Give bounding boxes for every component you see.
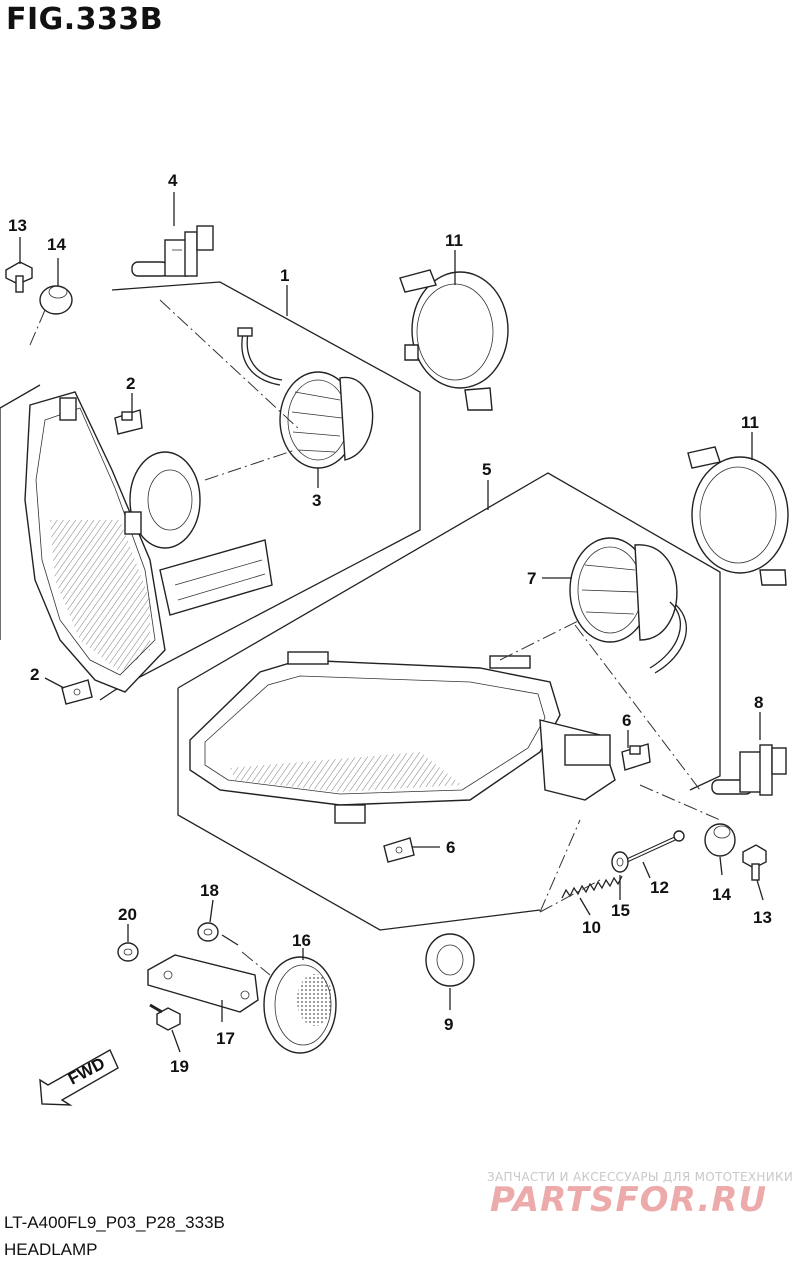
callout-2-top: 2 — [126, 374, 135, 393]
clip-nut-2-top — [114, 409, 143, 435]
callout-11-top: 11 — [445, 231, 463, 250]
callout-17: 17 — [216, 1029, 235, 1048]
bulb-ring-11-top — [399, 269, 509, 411]
spring-10 — [561, 875, 623, 899]
washer-15 — [611, 851, 629, 873]
callout-18: 18 — [200, 881, 219, 900]
reflector-16 — [263, 956, 337, 1054]
clip-nut-2-bottom — [61, 679, 93, 705]
nut-20 — [117, 942, 139, 962]
drawing-code: LT-A400FL9_P03_P28_333B — [4, 1213, 225, 1232]
grommet-14-left — [39, 285, 73, 315]
clip-nut-6-bottom — [383, 837, 415, 863]
callout-11-right: 11 — [741, 413, 759, 432]
callout-14-left: 14 — [47, 235, 66, 254]
nut-18 — [197, 922, 219, 942]
headlamp-housing-left — [24, 391, 273, 693]
bolt-13-right — [742, 844, 767, 881]
callout-7: 7 — [527, 569, 536, 588]
callout-20: 20 — [118, 905, 137, 924]
assembly-5-outline — [177, 472, 721, 931]
bulb-ring-11-right — [687, 446, 789, 586]
fwd-arrow-icon: FWD — [39, 1049, 119, 1106]
callout-12: 12 — [650, 878, 669, 897]
adjust-screw-12 — [627, 830, 685, 862]
callout-19: 19 — [170, 1057, 189, 1076]
callout-13-left: 13 — [8, 216, 27, 235]
headlamp-housing-right — [189, 651, 616, 824]
bulb-socket-7 — [569, 537, 687, 674]
alignment-lines — [29, 299, 721, 976]
callout-14-right: 14 — [712, 885, 731, 904]
grommet-9 — [425, 933, 475, 987]
callout-13-right: 13 — [753, 908, 772, 927]
bolt-13-left — [5, 261, 33, 293]
halogen-bulb-4 — [131, 225, 214, 277]
callout-10: 10 — [582, 918, 601, 937]
clip-nut-6-right — [621, 743, 651, 771]
figure-title: FIG.333B — [6, 2, 164, 37]
callout-2-bottom: 2 — [30, 665, 39, 684]
bracket-17 — [147, 954, 259, 1013]
bulb-socket-3 — [237, 327, 374, 469]
callouts: 1 2 2 3 4 5 6 6 7 8 9 10 11 11 12 13 13 … — [8, 171, 772, 1076]
callout-15: 15 — [611, 901, 630, 920]
callout-1: 1 — [280, 266, 289, 285]
assembly-1-outline — [0, 281, 421, 701]
callout-5: 5 — [482, 460, 491, 479]
grommet-14-right — [704, 823, 736, 857]
callout-3: 3 — [312, 491, 321, 510]
watermark-brand: PARTSFOR.RU — [490, 1180, 768, 1220]
callout-6-bottom: 6 — [446, 838, 455, 857]
watermark-tagline: ЗАПЧАСТИ И АКСЕССУАРЫ ДЛЯ МОТОТЕХНИКИ — [487, 1170, 794, 1184]
callout-4: 4 — [168, 171, 178, 190]
callout-6-right: 6 — [622, 711, 631, 730]
halogen-bulb-8 — [711, 744, 787, 796]
callout-8: 8 — [754, 693, 763, 712]
leader-lines — [19, 192, 764, 1053]
bolt-19 — [149, 1003, 181, 1031]
drawing-name: HEADLAMP — [4, 1240, 98, 1259]
callout-16: 16 — [292, 931, 311, 950]
callout-9: 9 — [444, 1015, 453, 1034]
